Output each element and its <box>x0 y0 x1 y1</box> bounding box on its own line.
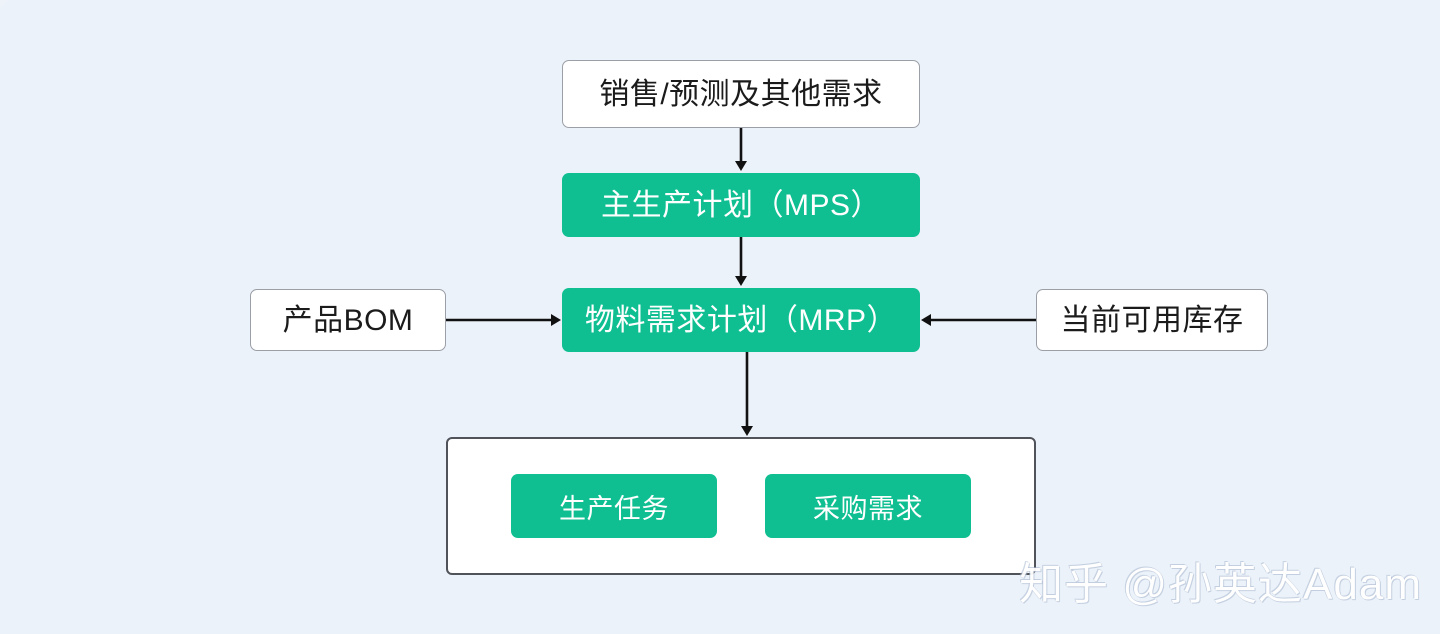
node-master-production-schedule-label: 主生产计划（MPS） <box>600 188 881 222</box>
node-purchase-requirement[interactable]: 采购需求 <box>765 474 971 538</box>
node-production-task-label: 生产任务 <box>559 493 669 524</box>
node-sales-forecast-demand[interactable]: 销售/预测及其他需求 <box>562 60 920 128</box>
node-production-task[interactable]: 生产任务 <box>511 474 717 538</box>
watermark-zhihu: 知乎 @孙英达Adam <box>1019 560 1422 609</box>
node-available-inventory-label: 当前可用库存 <box>1060 303 1244 337</box>
node-available-inventory[interactable]: 当前可用库存 <box>1036 289 1268 351</box>
node-outputs-container: 生产任务 采购需求 <box>446 437 1036 575</box>
node-material-requirements-planning-label: 物料需求计划（MRP） <box>584 303 898 337</box>
node-product-bom[interactable]: 产品BOM <box>250 289 446 351</box>
node-material-requirements-planning[interactable]: 物料需求计划（MRP） <box>562 288 920 352</box>
node-sales-forecast-demand-label: 销售/预测及其他需求 <box>599 77 883 111</box>
node-product-bom-label: 产品BOM <box>282 303 414 337</box>
node-master-production-schedule[interactable]: 主生产计划（MPS） <box>562 173 920 237</box>
node-purchase-requirement-label: 采购需求 <box>813 493 923 524</box>
